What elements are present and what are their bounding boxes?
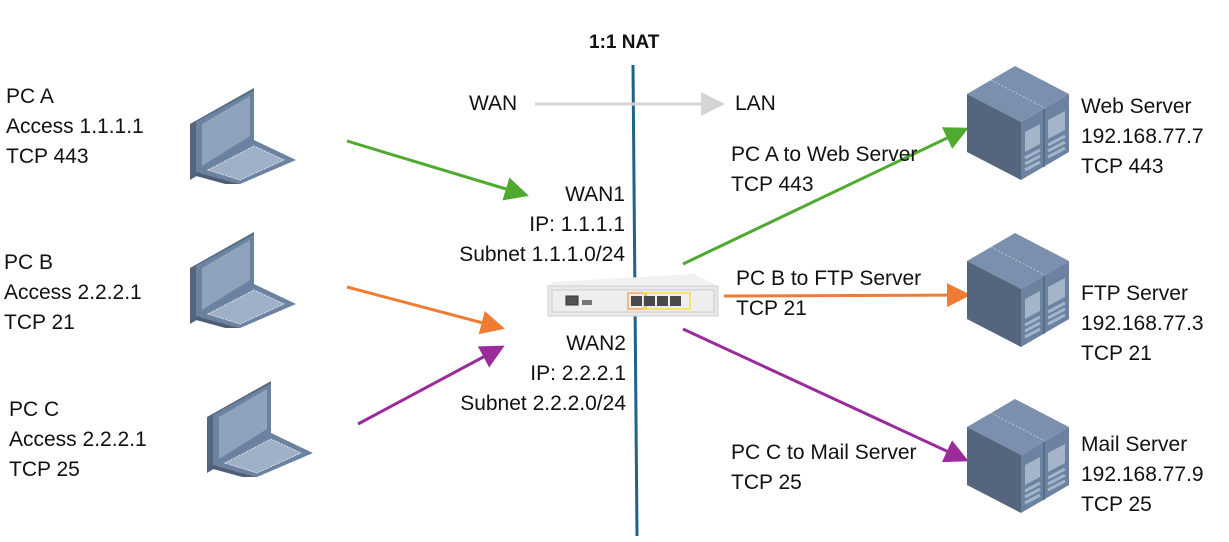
client-pc-c-label: PC C Access 2.2.2.1 TCP 25 — [9, 395, 147, 485]
wan-name: WAN2 — [566, 332, 626, 355]
diagram-title: 1:1 NAT — [589, 32, 660, 53]
server-name: FTP Server — [1081, 282, 1188, 305]
mapping-web-label: PC A to Web Server TCP 443 — [731, 140, 917, 200]
pc-c-to-wan2-arrow — [357, 345, 505, 426]
server-name: Mail Server — [1081, 433, 1188, 456]
wan2-info: WAN2 IP: 2.2.2.1 Subnet 2.2.2.0/24 — [460, 329, 626, 419]
mapping-ftp-label: PC B to FTP Server TCP 21 — [736, 264, 921, 324]
wan1-info: WAN1 IP: 1.1.1.1 Subnet 1.1.1.0/24 — [459, 180, 625, 270]
client-pc-a-label: PC A Access 1.1.1.1 TCP 443 — [6, 82, 144, 172]
mapping-label: PC C to Mail Server — [731, 441, 917, 464]
mail-server-label: Mail Server 192.168.77.9 TCP 25 — [1081, 430, 1204, 520]
server-icon — [967, 66, 1069, 180]
laptop-icon — [207, 381, 313, 477]
client-port: TCP 25 — [9, 458, 80, 481]
server-ip: 192.168.77.9 — [1081, 463, 1204, 486]
client-name: PC C — [9, 398, 60, 421]
pc-b-to-wan2-arrow — [346, 285, 505, 335]
mail-server-mapping-arrow — [682, 327, 969, 463]
pc-a-to-wan1-arrow — [346, 139, 529, 201]
web-server-label: Web Server 192.168.77.7 TCP 443 — [1081, 92, 1204, 182]
server-ip: 192.168.77.3 — [1081, 312, 1204, 335]
lan-label: LAN — [735, 92, 776, 115]
mapping-port: TCP 443 — [731, 173, 814, 196]
client-name: PC A — [6, 85, 54, 108]
server-port: TCP 21 — [1081, 342, 1152, 365]
ftp-server-label: FTP Server 192.168.77.3 TCP 21 — [1081, 279, 1204, 369]
client-port: TCP 21 — [4, 311, 75, 334]
wan-ip: IP: 1.1.1.1 — [529, 213, 625, 236]
mapping-label: PC B to FTP Server — [736, 267, 922, 290]
client-port: TCP 443 — [6, 145, 89, 168]
mapping-mail-label: PC C to Mail Server TCP 25 — [731, 438, 917, 498]
server-icon — [967, 233, 1069, 347]
mapping-label: PC A to Web Server — [731, 143, 918, 166]
wan-name: WAN1 — [565, 183, 625, 206]
server-port: TCP 443 — [1081, 155, 1164, 178]
client-access: Access 1.1.1.1 — [6, 115, 144, 138]
web-server-mapping-arrow — [682, 127, 969, 266]
client-access: Access 2.2.2.1 — [9, 428, 147, 451]
server-icon — [967, 399, 1069, 513]
mapping-port: TCP 25 — [731, 471, 802, 494]
wan-ip: IP: 2.2.2.1 — [530, 362, 626, 385]
client-name: PC B — [4, 251, 54, 274]
server-ip: 192.168.77.7 — [1081, 125, 1204, 148]
ftp-server-mapping-arrow — [723, 283, 971, 308]
router-icon — [547, 274, 719, 317]
wan-subnet: Subnet 1.1.1.0/24 — [459, 243, 625, 266]
wan-label: WAN — [469, 92, 518, 115]
server-port: TCP 25 — [1081, 493, 1152, 516]
mapping-port: TCP 21 — [736, 297, 807, 320]
wan-subnet: Subnet 2.2.2.0/24 — [460, 392, 626, 415]
client-access: Access 2.2.2.1 — [4, 281, 142, 304]
client-pc-b-label: PC B Access 2.2.2.1 TCP 21 — [4, 248, 142, 338]
server-name: Web Server — [1081, 95, 1192, 118]
laptop-icon — [190, 88, 296, 184]
laptop-icon — [190, 232, 296, 328]
